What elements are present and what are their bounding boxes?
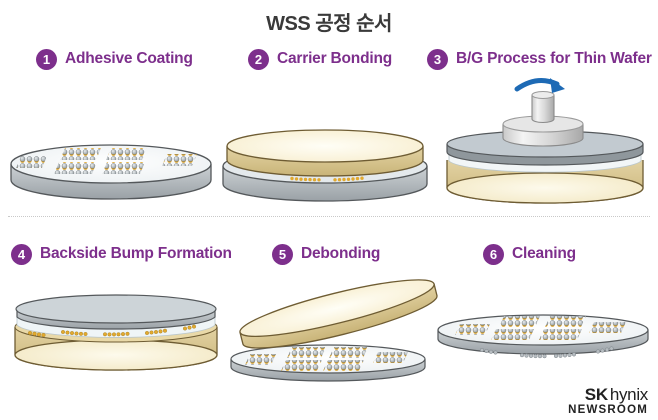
brand-sk: SK [584, 385, 608, 405]
brand-newsroom: NEWSROOM [568, 403, 648, 416]
bond-bumps [290, 176, 364, 182]
lifted-carrier [239, 279, 438, 349]
bump-clusters [16, 148, 197, 174]
step-header-carrier-bonding: 2 Carrier Bonding [248, 48, 392, 70]
brand-hynix: hynix [609, 385, 648, 405]
step-number-badge: 6 [483, 243, 504, 265]
carrier-bonded-stack-icon [218, 116, 433, 208]
backside-bumps [28, 324, 196, 337]
step-header-debonding: 5 Debonding [272, 243, 380, 265]
step-number-badge: 5 [272, 243, 293, 265]
step-label: Debonding [301, 245, 381, 262]
step-header-cleaning: 6 Cleaning [483, 243, 576, 265]
rotation-arrow-icon [514, 77, 565, 93]
step-header-bg-process: 3 B/G Process for Thin Wafer [427, 48, 652, 70]
bump-clusters [455, 316, 626, 340]
page-title: WSS 공정 순서 [266, 13, 392, 35]
row-divider [8, 216, 650, 217]
backside-bumps-under [479, 346, 614, 359]
thin-wafer-on-carrier-bumps-icon [5, 281, 227, 383]
step-number-badge: 3 [427, 48, 448, 70]
step-label: Adhesive Coating [65, 50, 193, 67]
step-label: Cleaning [512, 245, 576, 262]
grinder-tool-icon [502, 90, 584, 147]
step-label: Backside Bump Formation [40, 245, 232, 262]
step-number-badge: 4 [11, 243, 32, 265]
step-number-badge: 2 [248, 48, 269, 70]
step-header-adhesive-coating: 1 Adhesive Coating [36, 48, 193, 70]
bump-clusters [245, 347, 408, 371]
wafer-with-bump-clusters-icon [5, 128, 217, 206]
step-header-backside-bump: 4 Backside Bump Formation [11, 243, 232, 265]
step-number-badge: 1 [36, 48, 57, 70]
step-label: B/G Process for Thin Wafer [456, 50, 652, 67]
carrier-lifting-off-wafer-icon [228, 266, 453, 388]
step-label: Carrier Bonding [277, 50, 392, 67]
grinder-on-flipped-stack-icon [433, 74, 658, 212]
thin-wafer-bumps-both-sides-icon [430, 292, 656, 378]
